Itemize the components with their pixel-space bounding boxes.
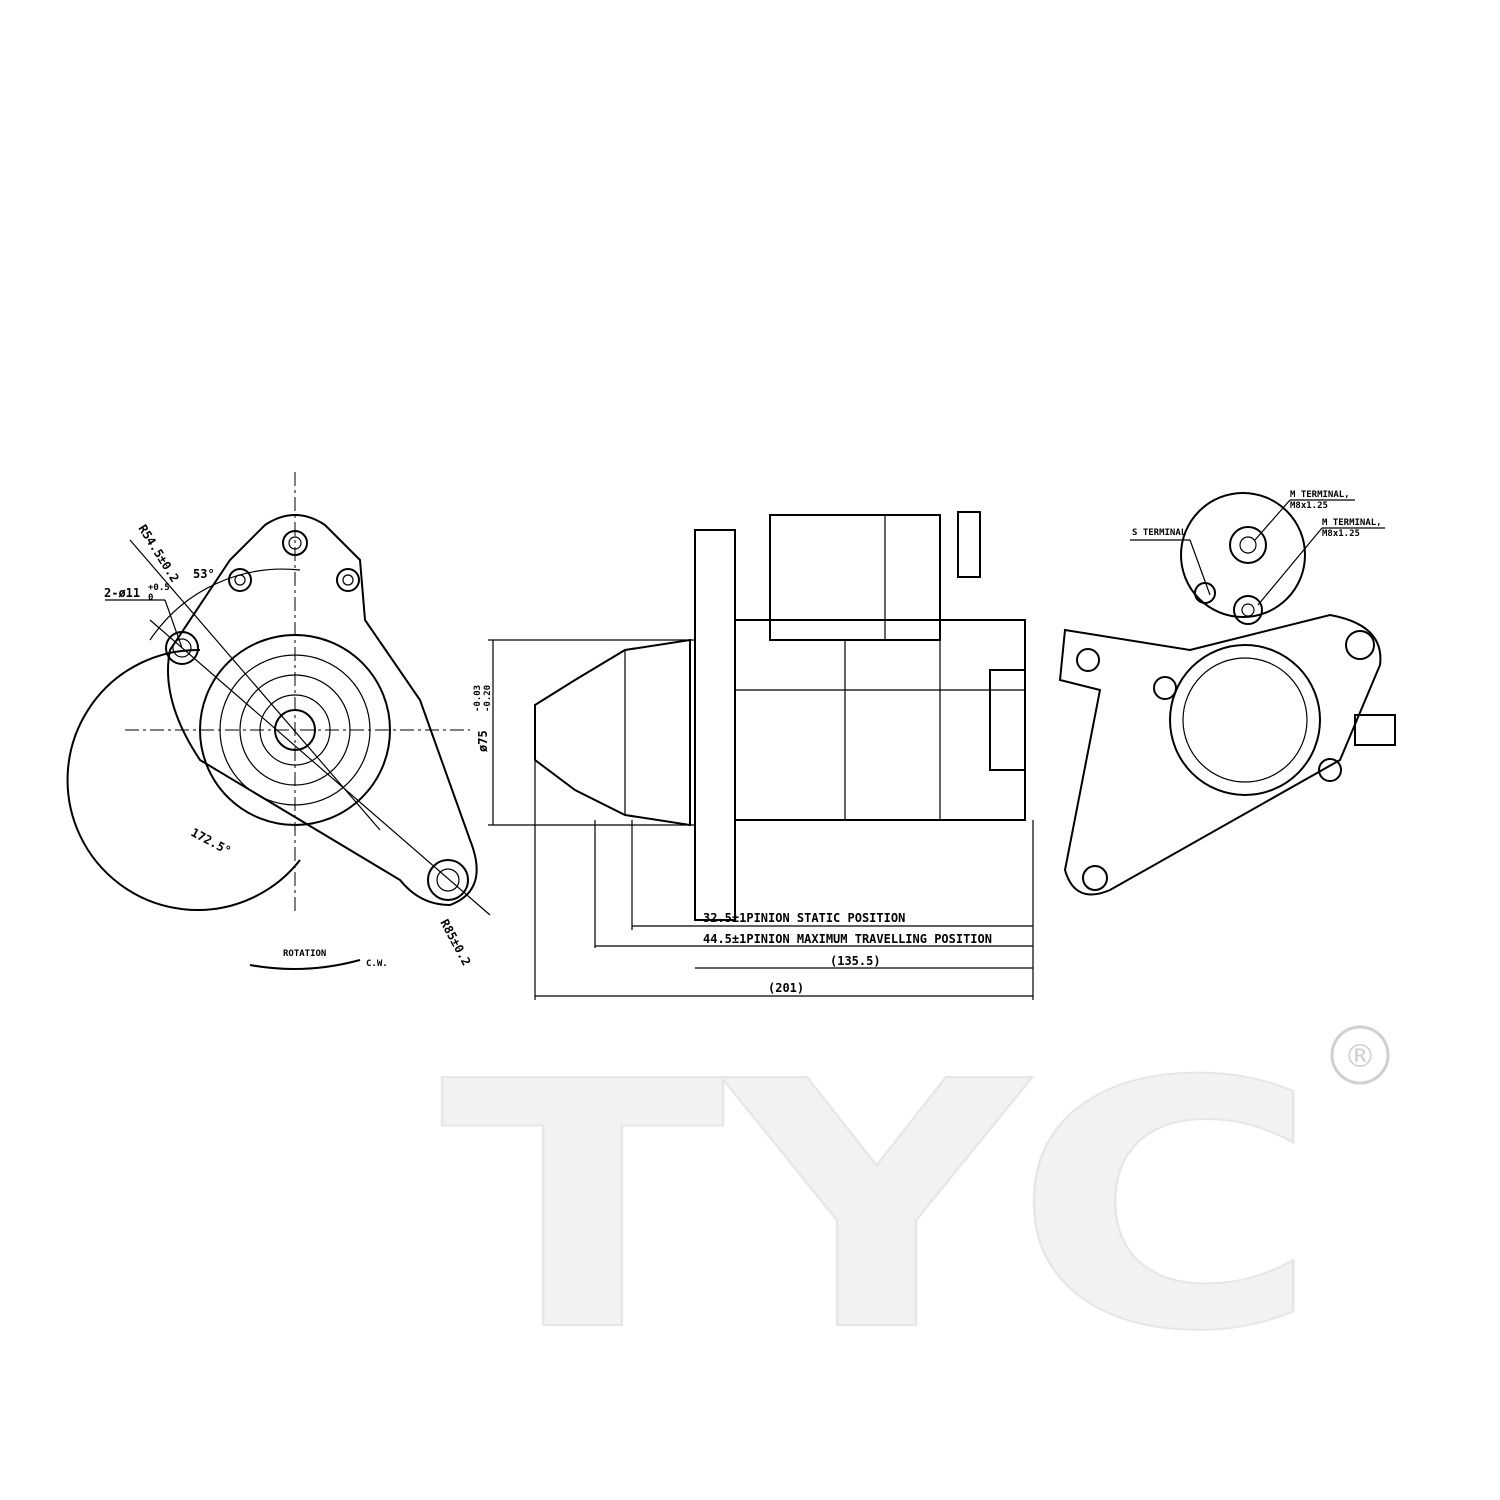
radius-small-label: R54.5±0.2 [135,522,181,585]
rotation-arrow-icon [249,959,361,970]
rotation-label: ROTATION [283,949,326,959]
rotation-direction: C.W. [366,959,388,969]
dim-travel-label: 44.5±1PINION MAXIMUM TRAVELLING POSITION [703,932,992,946]
angle-label: 53° [193,567,215,581]
front-view: R54.5±0.2 53° 2-ø11 +0.5 0 172.5° R85±0.… [66,472,491,970]
logo-text: TYC [440,1010,1320,1406]
registered-mark-icon [1330,1025,1390,1085]
radius-large-label: R85±0.2 [437,917,473,968]
tyc-logo: TYC ® [439,1009,1390,1407]
holes-tol-upper: +0.5 [148,583,170,593]
s-terminal-label: S TERMINAL [1132,528,1187,538]
pilot-tol-upper: -0.03 [473,685,483,712]
pilot-tol-lower: -0.20 [483,685,493,712]
rear-view: S TERMINAL M TERMINAL, M8x1.25 M TERMINA… [1058,490,1396,896]
dim-body-label: (135.5) [830,954,881,968]
pilot-diameter-label: ø75 [476,730,490,752]
m-terminal-2-label: M TERMINAL, [1322,518,1382,528]
holes-tol-lower: 0 [148,593,153,603]
m-terminal-1-label: M TERMINAL, [1290,490,1350,500]
m-terminal-2-thread: M8x1.25 [1322,529,1360,539]
angle-large-label: 172.5° [189,825,234,858]
dim-overall-label: (201) [768,981,804,995]
holes-label: 2-ø11 [104,586,140,600]
dim-static-label: 32.5±1PINION STATIC POSITION [703,911,905,925]
side-view: ø75 -0.03 -0.20 32.5±1PINION STATIC POSI… [473,511,1034,1000]
registered-mark: ® [1344,1037,1376,1075]
m-terminal-1-thread: M8x1.25 [1290,501,1328,511]
